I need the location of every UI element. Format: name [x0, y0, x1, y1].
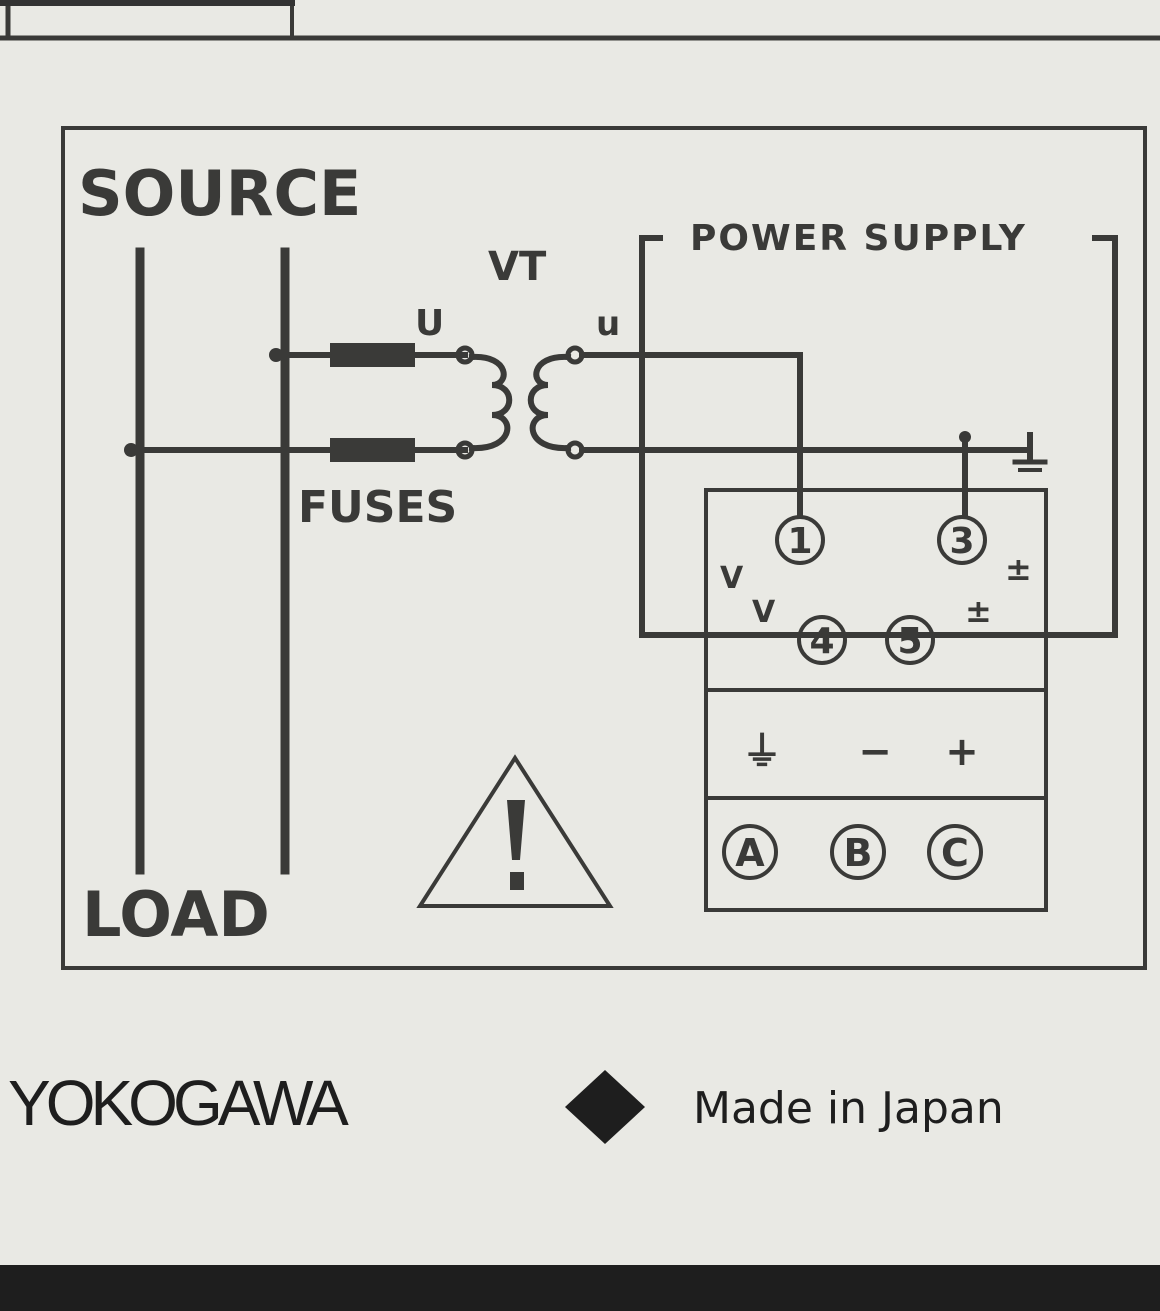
terminal-4 — [797, 615, 847, 665]
fuse-1 — [330, 343, 415, 367]
connector-c-label: C — [941, 831, 969, 875]
terminal-3-label: 3 — [949, 521, 974, 562]
power-supply-wiring — [639, 235, 1118, 638]
supply-ground-mark: ⏚ — [742, 729, 782, 775]
terminal-3 — [937, 515, 987, 565]
instrument-terminal-block — [704, 488, 1048, 912]
terminal-5 — [885, 615, 935, 665]
connector-a-label: A — [735, 831, 765, 875]
diagram-frame — [61, 126, 1147, 970]
ground-icon — [1012, 459, 1048, 472]
connector-a — [722, 824, 778, 880]
supply-plus-mark: + — [945, 729, 979, 775]
terminal-1-label: 1 — [787, 521, 812, 562]
source-label: SOURCE — [78, 157, 361, 230]
diamond-icon — [565, 1070, 645, 1144]
secondary-u-label: u — [596, 304, 620, 344]
voltage-mark-1: V — [720, 561, 744, 596]
junction-dot — [959, 431, 971, 443]
bottom-bezel — [0, 1265, 1160, 1311]
polarity-mark-1: ± — [1005, 550, 1032, 588]
top-label-strip — [0, 0, 1160, 40]
load-label: LOAD — [82, 878, 270, 951]
transformer-symbol — [455, 345, 585, 460]
voltage-mark-2: V — [752, 595, 776, 630]
origin-label: Made in Japan — [693, 1083, 1004, 1134]
supply-minus-mark: − — [858, 729, 892, 775]
polarity-mark-2: ± — [965, 592, 992, 630]
connector-c — [927, 824, 983, 880]
terminal-1 — [775, 515, 825, 565]
top-ink — [0, 0, 295, 6]
primary-u-label: U — [415, 303, 444, 344]
connector-b — [830, 824, 886, 880]
warning-icon — [416, 754, 614, 908]
vt-label: VT — [488, 244, 547, 290]
terminal-5-label: 5 — [897, 621, 922, 662]
connector-b-label: B — [844, 831, 873, 875]
terminal-4-label: 4 — [809, 621, 834, 662]
brand-logo: YOKOGAWA — [8, 1067, 349, 1139]
power-supply-label: POWER SUPPLY — [690, 218, 1027, 259]
fuses-label: FUSES — [298, 482, 457, 533]
fuse-2 — [330, 438, 415, 462]
